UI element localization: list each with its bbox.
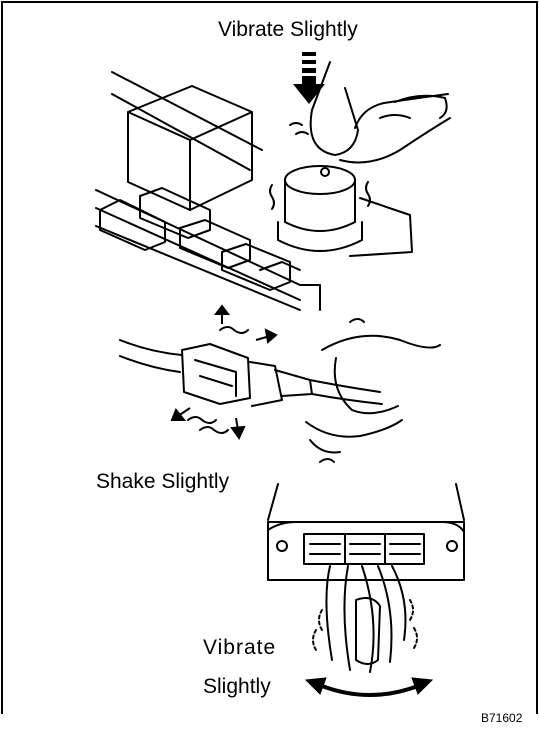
- ecu-drawing: [267, 483, 465, 673]
- connector-drawing: [119, 318, 441, 463]
- tapping-finger: [309, 61, 359, 156]
- ecu-connector: [303, 533, 425, 565]
- vibrate-slightly-label-top: Vibrate Slightly: [218, 18, 358, 41]
- relay-cube: [127, 85, 253, 211]
- motion-arrows-icon: [170, 304, 278, 441]
- vibrate-label-bottom: Vibrate: [203, 636, 277, 659]
- shake-slightly-label: Shake Slightly: [96, 470, 230, 493]
- wire-connector: [181, 343, 251, 405]
- relay-block-drawing: [95, 61, 451, 311]
- double-arrow-icon: [304, 677, 434, 697]
- figure-frame: [1, 1, 538, 714]
- slightly-label-bottom: Slightly: [203, 675, 271, 698]
- cylindrical-relay: [284, 165, 356, 195]
- wire-harness: [325, 565, 333, 661]
- down-arrow-icon: [293, 52, 325, 104]
- shaking-hand: [321, 334, 441, 351]
- figure-code: B71602: [481, 711, 523, 725]
- ecu-body: [267, 521, 465, 581]
